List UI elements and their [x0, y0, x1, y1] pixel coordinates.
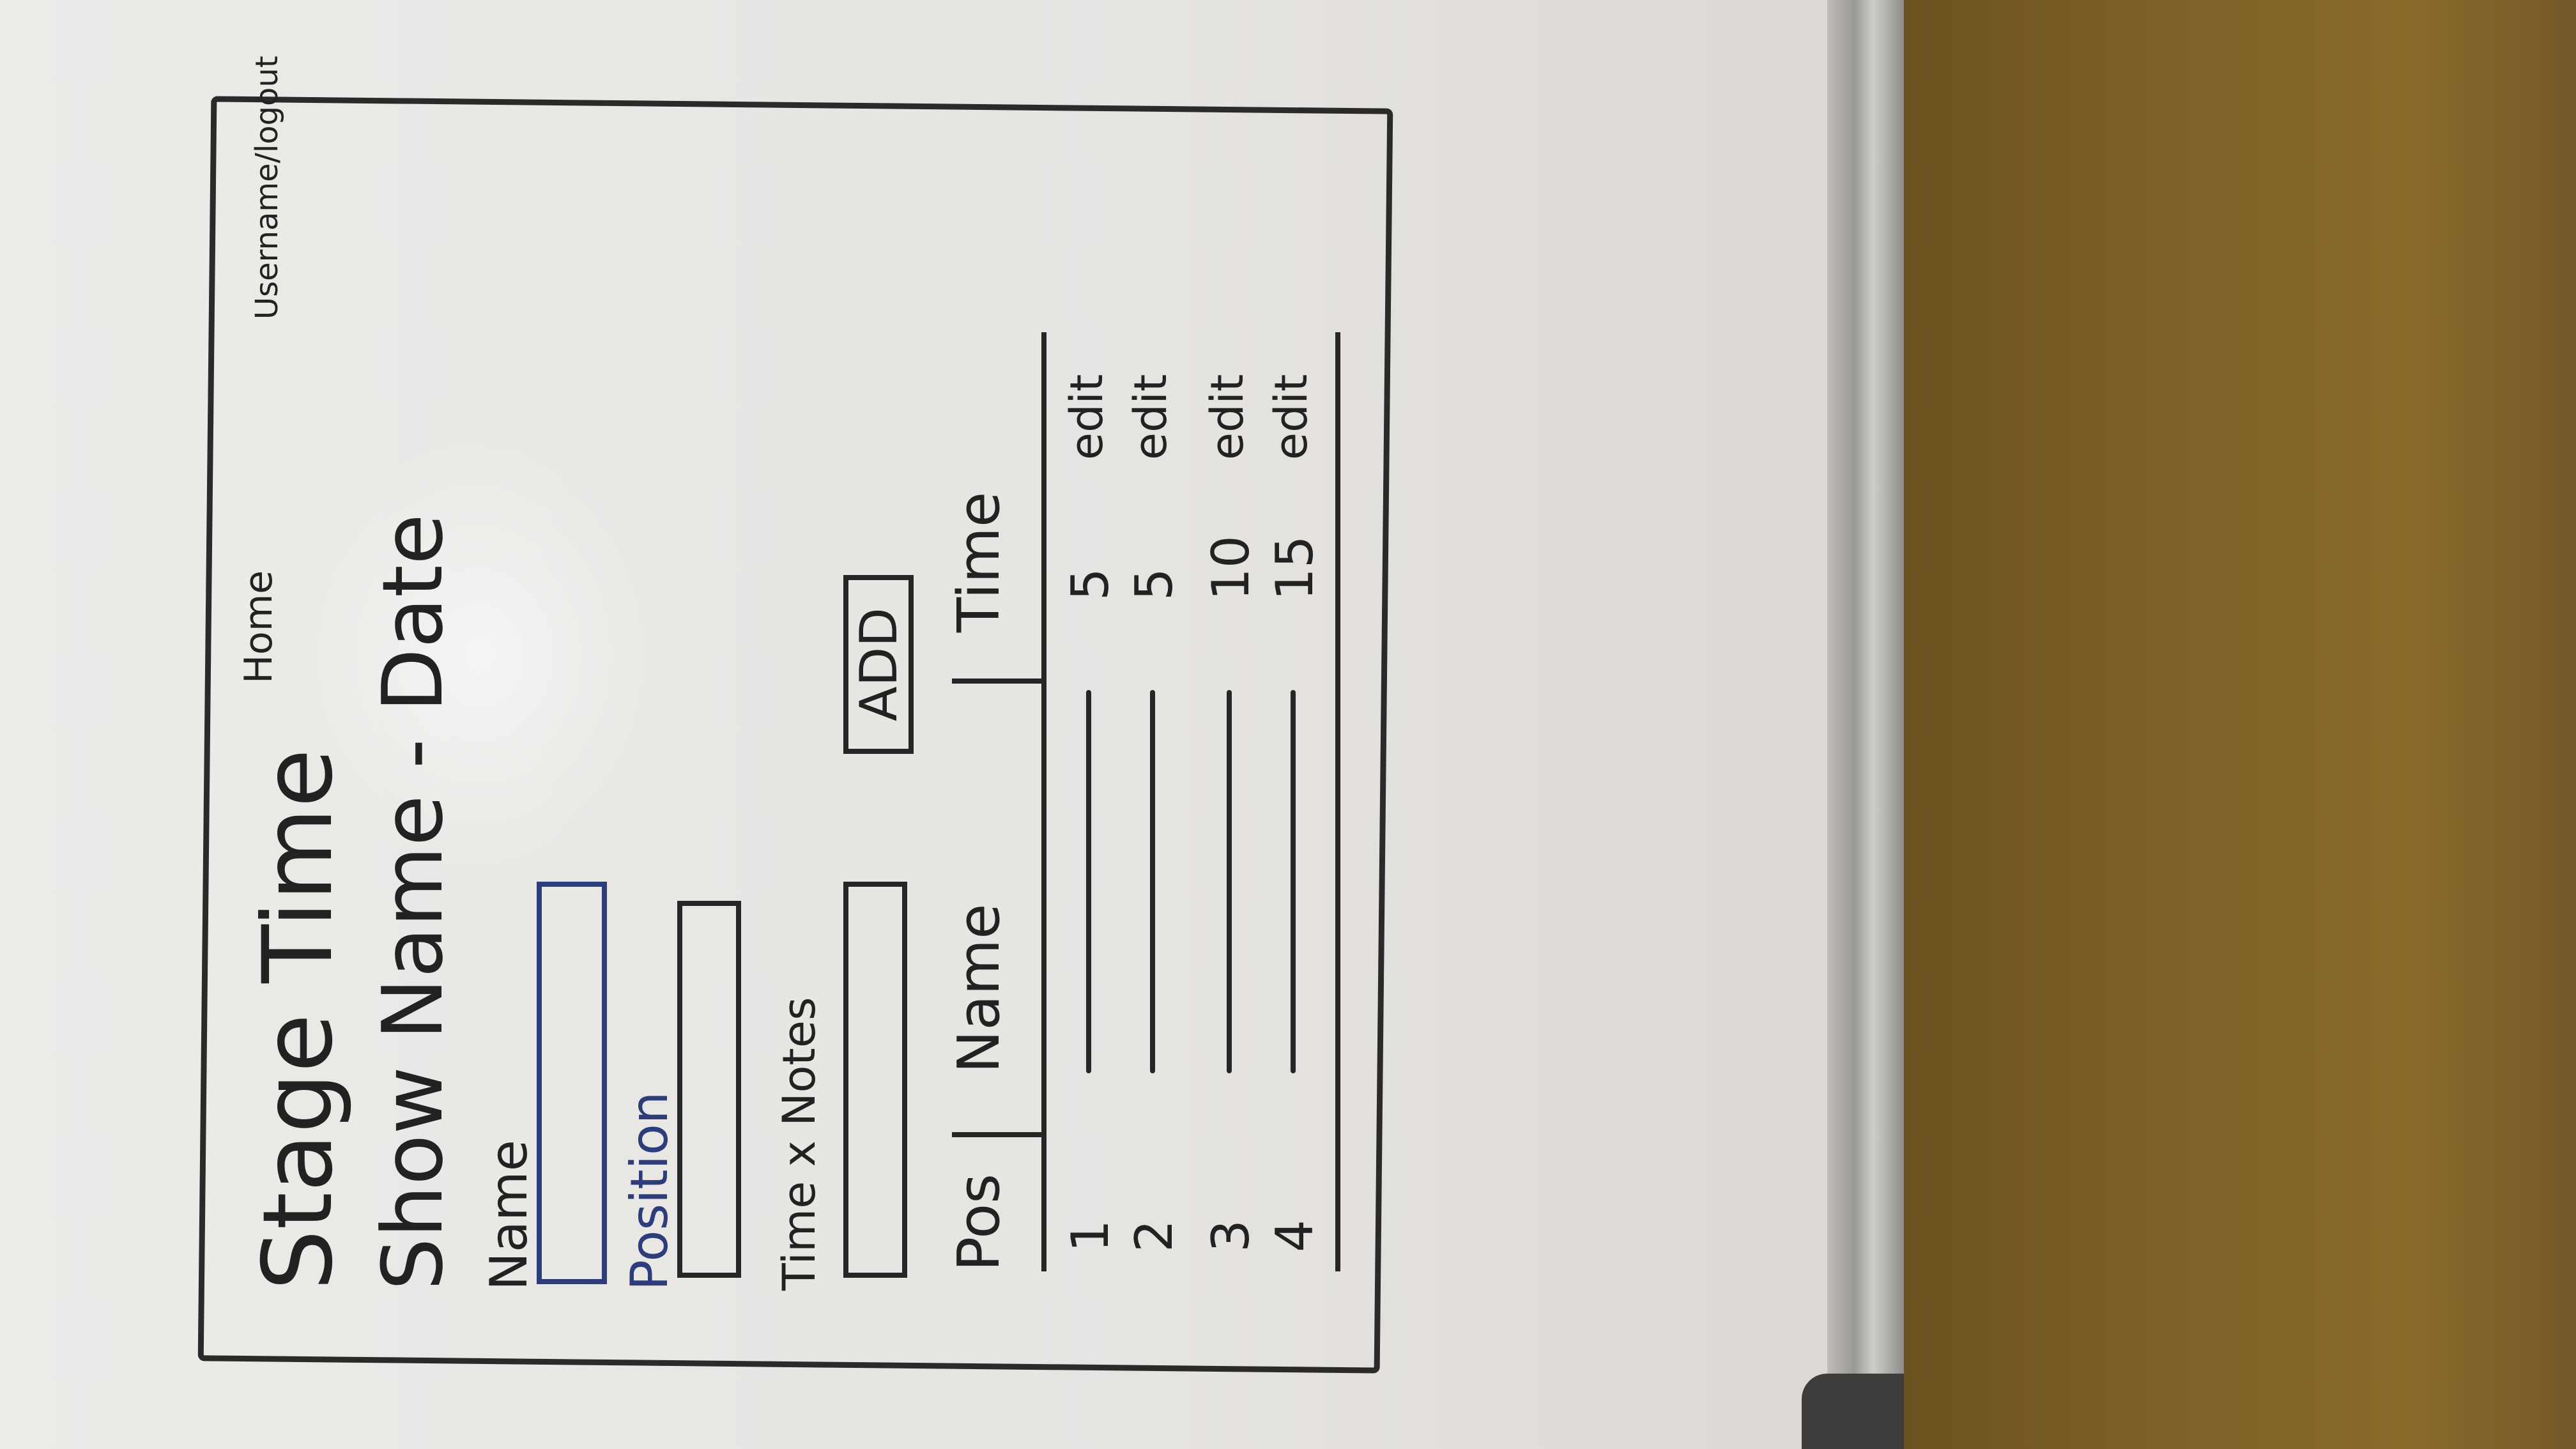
table-row: 3 10 edit	[1201, 332, 1265, 1291]
add-button[interactable]: ADD	[843, 575, 914, 754]
name-label: Name	[479, 1139, 539, 1291]
row-name-placeholder	[1150, 690, 1155, 1073]
table-row: 1 5 edit	[1061, 332, 1124, 1291]
time-notes-input[interactable]	[843, 882, 907, 1278]
app-title: Stage Time	[243, 748, 354, 1291]
row-edit-link[interactable]: edit	[1061, 374, 1113, 460]
marker-tray	[1802, 1374, 1904, 1449]
whiteboard-frame	[1827, 0, 1904, 1449]
row-pos: 4	[1265, 1220, 1324, 1252]
lineup-table: Pos Name Time 1 5 edit 2 5 edit 3 10	[946, 332, 1393, 1291]
wireframe-sketch: Stage Time Home Username/logout Show Nam…	[197, 56, 1438, 1374]
row-time: 5	[1124, 568, 1184, 601]
nav-home-link[interactable]: Home	[236, 570, 281, 684]
user-logout-link[interactable]: Username/logout	[249, 56, 285, 319]
row-name-placeholder	[1291, 690, 1296, 1073]
row-time: 10	[1201, 535, 1261, 601]
row-edit-link[interactable]: edit	[1265, 374, 1317, 460]
header-rule	[1041, 332, 1046, 1271]
name-input[interactable]	[537, 882, 607, 1284]
row-time: 5	[1061, 568, 1120, 601]
column-divider	[952, 1132, 1041, 1137]
table-row: 2 5 edit	[1124, 332, 1188, 1291]
table-bottom-rule	[1335, 332, 1340, 1271]
row-pos: 1	[1061, 1220, 1120, 1252]
show-heading: Show Name - Date	[364, 514, 461, 1291]
column-header-time: Time	[946, 491, 1013, 632]
row-name-placeholder	[1086, 690, 1091, 1073]
row-edit-link[interactable]: edit	[1124, 374, 1177, 460]
row-pos: 2	[1124, 1220, 1184, 1252]
row-time: 15	[1265, 535, 1324, 601]
column-header-pos: Pos	[946, 1173, 1013, 1271]
time-notes-label: Time x Notes	[773, 997, 825, 1291]
row-edit-link[interactable]: edit	[1201, 374, 1254, 460]
row-name-placeholder	[1227, 690, 1232, 1073]
position-input[interactable]	[677, 901, 741, 1278]
column-header-name: Name	[946, 903, 1013, 1073]
table-row: 4 15 edit	[1265, 332, 1329, 1291]
wall	[1904, 0, 2576, 1449]
row-pos: 3	[1201, 1220, 1261, 1252]
position-label: Position	[620, 1091, 679, 1291]
column-divider	[952, 678, 1041, 684]
